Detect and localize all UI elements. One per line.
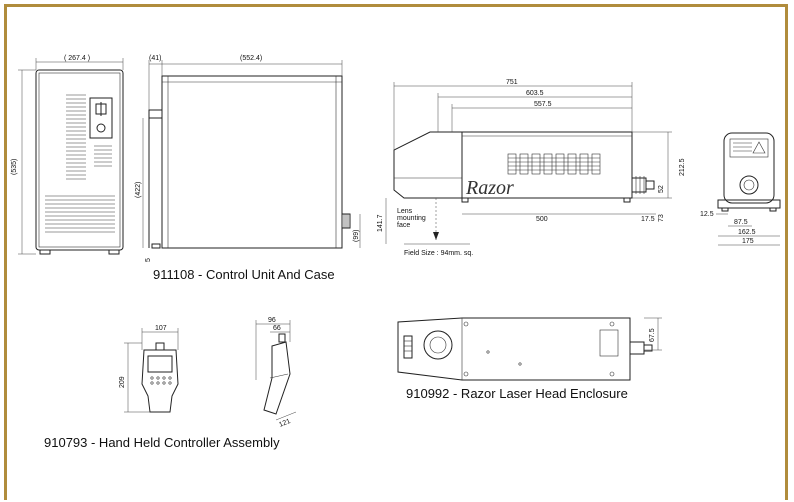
brand-logo: Razor bbox=[465, 177, 514, 199]
dim-inner-height: (422) bbox=[135, 182, 142, 198]
hh-width: 107 bbox=[155, 325, 167, 332]
end-dim-b: 87.5 bbox=[734, 219, 748, 226]
hand-held-front-view: 107 209 bbox=[119, 325, 179, 413]
caption-hand-held: 910793 - Hand Held Controller Assembly bbox=[44, 435, 280, 450]
hh-side-w2: 66 bbox=[273, 325, 281, 332]
dim-d1: 603.5 bbox=[526, 90, 544, 97]
dim-overall: 751 bbox=[506, 79, 518, 86]
end-dim-c: 162.5 bbox=[738, 229, 756, 236]
dim-height-head: 212.5 bbox=[679, 158, 686, 176]
dim-connector: 52 bbox=[658, 185, 665, 193]
dim-width: ( 267.4 ) bbox=[64, 55, 90, 62]
hand-held-side-view: 96 66 121 bbox=[255, 317, 297, 429]
dim-foot: 5 bbox=[145, 258, 152, 262]
lens-label-2: mounting bbox=[397, 215, 426, 222]
hh-height: 209 bbox=[119, 376, 126, 388]
enclosure-dim: 67.5 bbox=[649, 328, 656, 342]
field-size: Field Size : 94mm. sq. bbox=[404, 250, 473, 257]
dim-depth-small: (41) bbox=[149, 55, 161, 62]
lens-label-1: Lens bbox=[397, 208, 413, 215]
caption-laser-head: 910992 - Razor Laser Head Enclosure bbox=[406, 386, 628, 401]
control-unit-front-view: ( 267.4 ) (535) bbox=[11, 55, 124, 255]
end-dim-d: 175 bbox=[742, 238, 754, 245]
page-frame bbox=[4, 4, 788, 500]
dim-end: 17.5 bbox=[641, 216, 655, 223]
dim-height: (535) bbox=[11, 159, 18, 175]
dim-d2: 557.5 bbox=[534, 101, 552, 108]
control-unit-side-view: (41) (552.4) (422) 5 (99) bbox=[135, 55, 361, 262]
lens-label-3: face bbox=[397, 222, 410, 229]
end-dim-a: 12.5 bbox=[700, 211, 714, 218]
dim-lens: 141.7 bbox=[377, 214, 384, 232]
hh-angle: 121 bbox=[278, 418, 292, 429]
dim-side: (99) bbox=[353, 230, 360, 242]
laser-head-end-view: 12.5 87.5 162.5 175 bbox=[700, 132, 781, 246]
dim-depth: (552.4) bbox=[240, 55, 262, 62]
caption-control-unit: 911108 - Control Unit And Case bbox=[153, 267, 335, 282]
dim-low: 73 bbox=[658, 214, 665, 222]
hh-side-w1: 96 bbox=[268, 317, 276, 324]
laser-head-enclosure-view: 67.5 bbox=[397, 317, 662, 381]
dim-base: 500 bbox=[536, 216, 548, 223]
laser-head-side-view: Razor 751 603.5 557.5 500 17.5 212.5 bbox=[377, 79, 686, 257]
